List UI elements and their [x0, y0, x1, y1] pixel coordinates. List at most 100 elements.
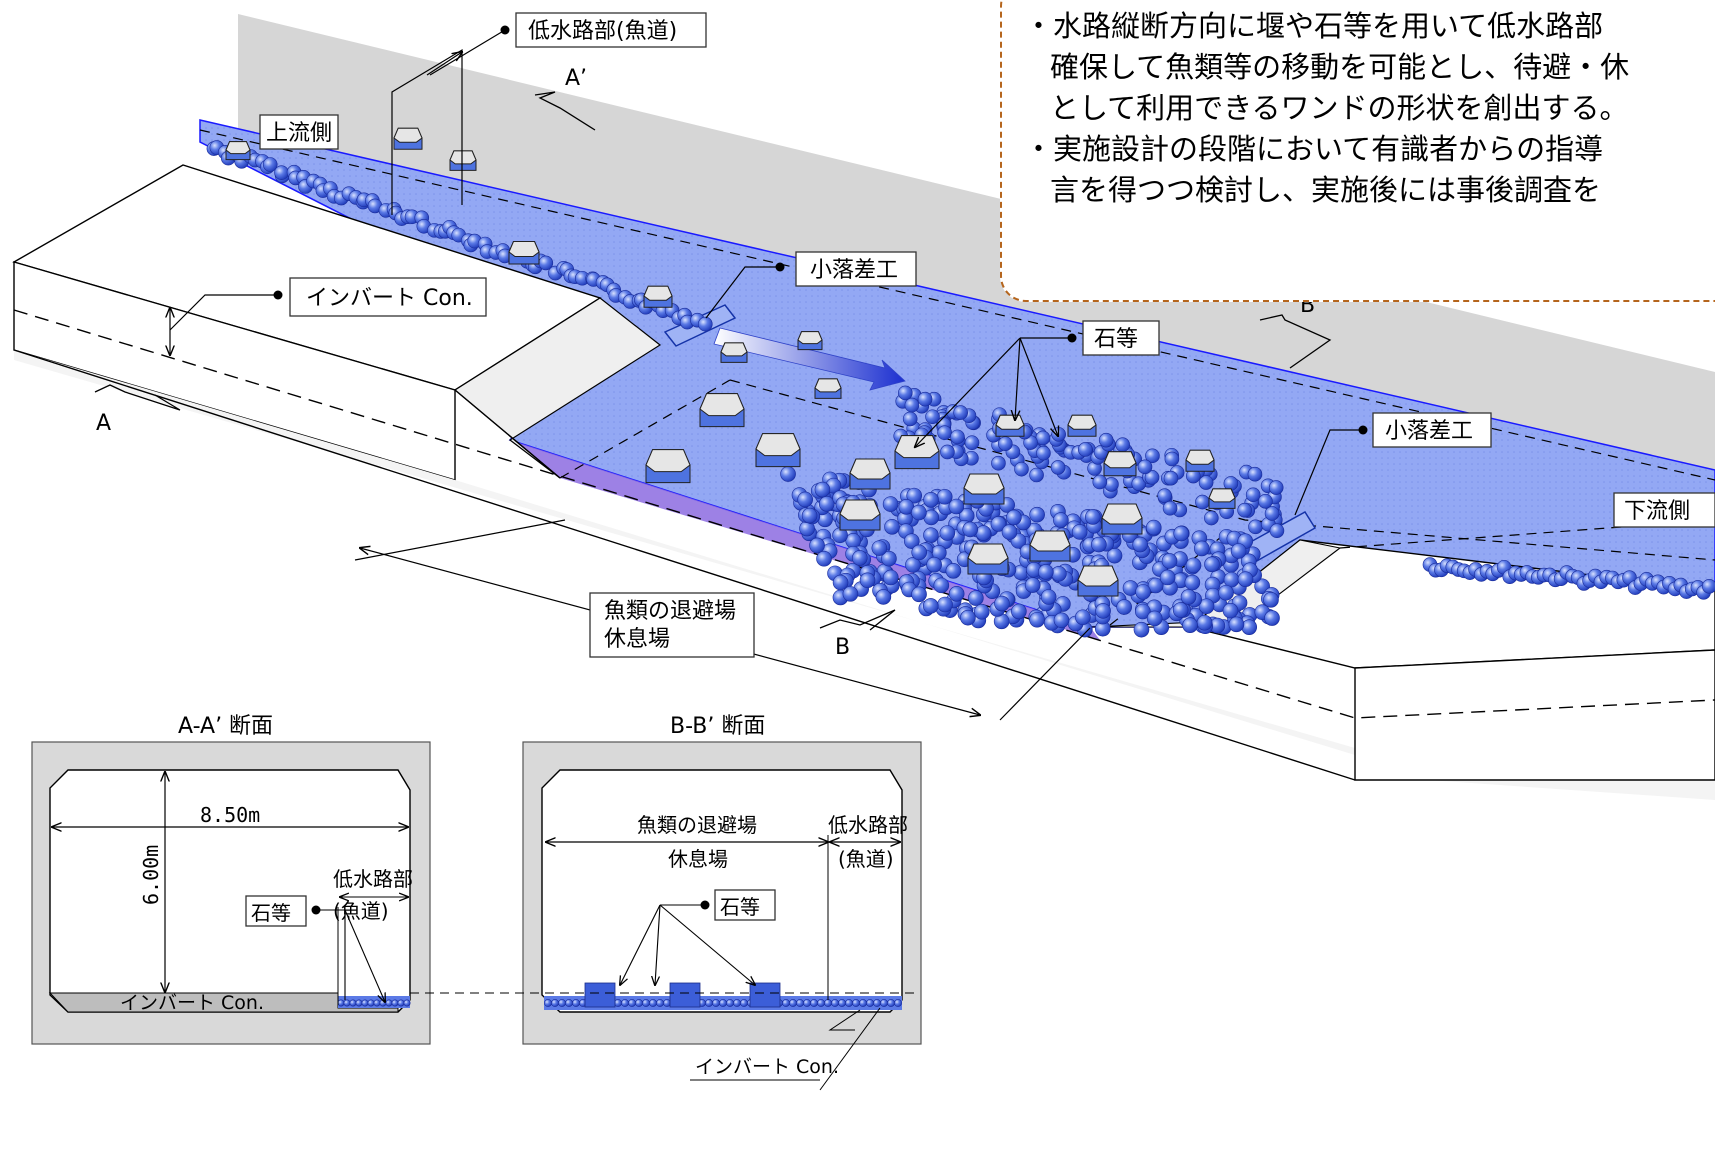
pebble: [1258, 493, 1273, 509]
block-stone: [894, 435, 940, 470]
pebble: [940, 444, 955, 460]
aa-fishway: (魚道): [333, 899, 389, 923]
pebble: [937, 425, 952, 441]
pebble: [997, 436, 1013, 451]
bb-refuge: 魚類の退避場: [637, 813, 757, 837]
block-stone: [393, 127, 423, 150]
pebble: [816, 550, 832, 567]
pebble: [817, 999, 825, 1007]
pebble: [887, 999, 895, 1007]
pebble: [818, 496, 835, 512]
pebble: [991, 455, 1006, 471]
pebble: [911, 586, 927, 603]
pebble: [719, 999, 727, 1007]
pebble: [551, 999, 559, 1007]
pebble: [936, 488, 953, 505]
section-bb-title: B-B’ 断面: [670, 714, 765, 739]
aa-height-dim: 6.00m: [139, 845, 163, 905]
pebble: [1702, 578, 1715, 594]
pebble: [1132, 536, 1148, 553]
pebble: [906, 487, 923, 504]
pebble: [1147, 577, 1164, 594]
pebble: [884, 519, 900, 535]
pebble: [337, 999, 345, 1007]
aa-width-dim: 8.50m: [200, 803, 260, 827]
pebble: [975, 525, 992, 541]
pebble: [1263, 592, 1279, 608]
bb-stones-label: 石等: [720, 895, 760, 919]
stones-label: 石等: [1094, 327, 1138, 352]
pebble: [1237, 571, 1254, 588]
pebble: [950, 429, 965, 445]
pebble: [1051, 427, 1066, 442]
pebble: [953, 405, 968, 420]
block-stone: [755, 433, 801, 468]
pebble: [379, 999, 387, 1007]
pebble: [1161, 553, 1178, 569]
pebble: [948, 586, 965, 602]
pebble: [945, 563, 962, 579]
pebble: [355, 999, 363, 1007]
pebble: [1204, 556, 1220, 573]
aa-low-channel: 低水路部: [333, 867, 413, 891]
pebble: [361, 999, 369, 1007]
pebble: [852, 999, 860, 1007]
block-stone: [1103, 451, 1137, 477]
pebble: [1135, 603, 1151, 620]
pebble: [962, 521, 979, 538]
pebble: [403, 999, 411, 1007]
section-a-marker: A: [96, 411, 111, 436]
block-stone: [1101, 503, 1143, 535]
bb-invert-label: インバート Con.: [695, 1056, 839, 1078]
pebble: [373, 999, 381, 1007]
pebble: [782, 999, 790, 1007]
pebble: [1195, 494, 1210, 510]
section-aa-title: A-A’ 断面: [178, 714, 273, 739]
pebble: [1222, 602, 1239, 619]
pebble: [968, 590, 984, 606]
pebble: [803, 999, 811, 1007]
pebble: [733, 999, 741, 1007]
pebble: [1095, 603, 1111, 619]
pebble: [1053, 612, 1070, 629]
pebble: [621, 999, 629, 1007]
stone-pebbles: [206, 140, 1715, 638]
pebble: [1051, 565, 1067, 582]
pebble: [385, 999, 393, 1007]
pebble: [544, 999, 552, 1007]
section-b-marker: B: [835, 635, 850, 660]
pebble: [663, 999, 671, 1007]
pebble: [1075, 609, 1091, 626]
pebble: [1131, 476, 1147, 491]
pebble: [1198, 475, 1214, 490]
aa-pebbles: [337, 999, 411, 1007]
pebble: [635, 999, 643, 1007]
block-stone: [508, 241, 540, 265]
pebble: [1029, 506, 1045, 523]
pebble: [904, 397, 920, 413]
pebble: [922, 598, 939, 614]
block-stone: [1185, 449, 1215, 472]
pebble: [859, 999, 867, 1007]
pebble: [1146, 610, 1163, 627]
pebble: [894, 999, 902, 1007]
pebble: [973, 603, 990, 620]
pebble: [797, 491, 813, 508]
pebble: [873, 999, 881, 1007]
low-channel-fishway-label: 低水路部(魚道): [528, 19, 677, 44]
block-stone: [995, 414, 1025, 437]
pebble: [1145, 448, 1160, 464]
pebble: [1182, 617, 1198, 633]
pebble: [1247, 466, 1263, 482]
pebble: [656, 999, 664, 1007]
refuge-label-line2: 休息場: [604, 627, 670, 652]
pebble: [367, 999, 375, 1007]
pebble: [628, 999, 636, 1007]
pebble: [796, 999, 804, 1007]
pebble: [1144, 470, 1160, 485]
pebble: [1163, 470, 1179, 486]
block-stone: [449, 150, 477, 171]
pebble: [911, 504, 927, 521]
pebble: [898, 385, 913, 401]
pebble: [614, 999, 622, 1007]
